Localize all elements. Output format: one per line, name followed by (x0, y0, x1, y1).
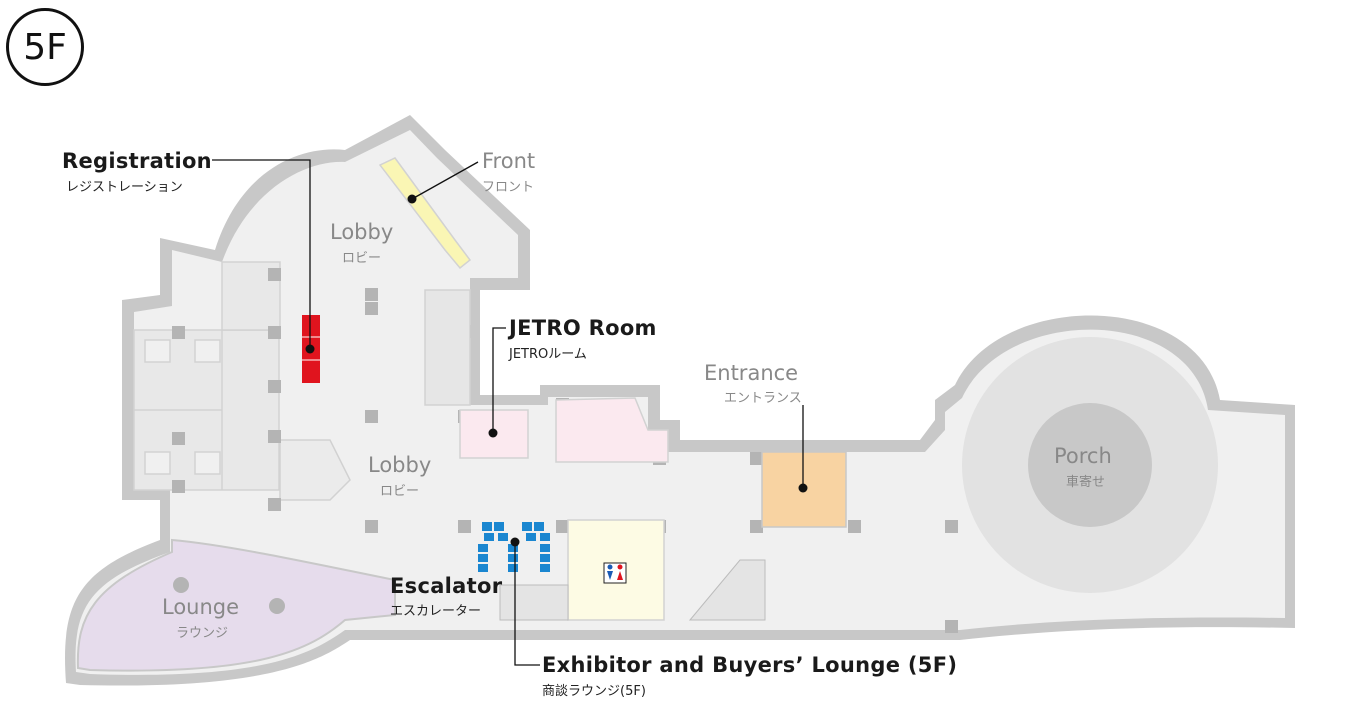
lounge-column (173, 577, 189, 593)
jetro-room-annex (555, 397, 669, 463)
escalators (499, 559, 766, 621)
leader-dots (305, 194, 808, 547)
restroom-icon (603, 562, 627, 584)
lobby-mid-label: Lobby (368, 453, 432, 477)
registration-label: Registration (62, 149, 212, 173)
jetro-room-label: JETRO Room (509, 316, 657, 340)
jetro-room-label-ja: JETROルーム (509, 347, 587, 362)
lounge-label-ja: ラウンジ (176, 626, 229, 641)
exhibitor-lounge-label: Exhibitor and Buyers’ Lounge (5F) (542, 653, 958, 677)
lounge-label: Lounge (162, 595, 240, 619)
escalator-label: Escalator (390, 574, 503, 598)
exhibitor-lounge-label-ja: 商談ラウンジ(5F) (542, 684, 646, 699)
lounge-seats (478, 522, 550, 572)
front-label-ja: フロント (482, 180, 535, 195)
lobby-top-label: Lobby (330, 220, 394, 244)
leader-lines (212, 159, 804, 666)
registration-label-ja: レジストレーション (66, 180, 183, 195)
service-room (424, 289, 471, 406)
porch-label-ja: 車寄せ (1066, 475, 1106, 490)
porch-area (962, 337, 1218, 593)
lounge-column (269, 598, 285, 614)
building-walls (65, 115, 1295, 686)
lounge-area (76, 538, 396, 672)
floor-badge: 5F (6, 8, 84, 86)
entrance-label-ja: エントランス (724, 391, 802, 406)
left-rooms (133, 261, 351, 501)
escalator-label-ja: エスカレーター (390, 604, 482, 619)
entrance-label: Entrance (704, 361, 799, 385)
lobby-mid-label-ja: ロビー (380, 484, 420, 499)
porch-label: Porch (1054, 444, 1112, 468)
lobby-top-label-ja: ロビー (342, 251, 382, 266)
front-desk (378, 157, 472, 270)
front-label: Front (482, 149, 536, 173)
